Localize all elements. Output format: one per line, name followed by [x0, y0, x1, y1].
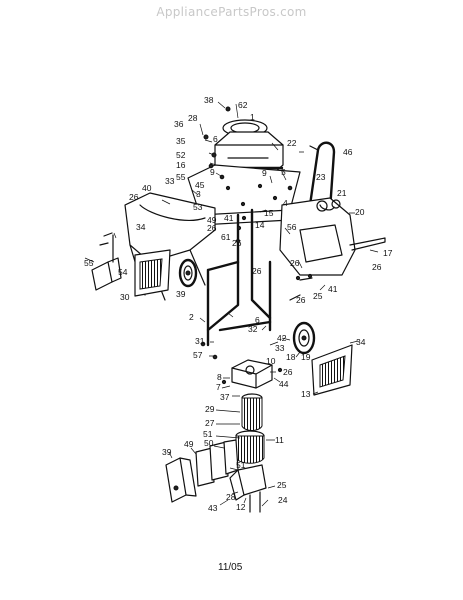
- callout-44: 44: [279, 379, 289, 389]
- wheel-right: [292, 321, 316, 355]
- callout-10: 10: [266, 356, 276, 366]
- callout-20: 20: [355, 207, 365, 217]
- callout-56: 56: [287, 222, 297, 232]
- callout-15: 15: [264, 208, 274, 218]
- callout-13: 13: [301, 389, 311, 399]
- callout-26: 26: [283, 367, 293, 377]
- callout-28: 28: [188, 113, 198, 123]
- callout-57: 57: [193, 350, 203, 360]
- callout-4: 4: [283, 198, 288, 208]
- callout-6: 6: [213, 134, 218, 144]
- callout-7: 7: [216, 382, 221, 392]
- callout-19: 19: [301, 352, 311, 362]
- callout-52: 52: [176, 150, 186, 160]
- callout-18: 18: [286, 352, 296, 362]
- callout-49: 49: [207, 215, 217, 225]
- callout-1: 1: [250, 112, 255, 122]
- cutting-cylinder: [241, 393, 263, 431]
- callout-16: 16: [176, 160, 186, 170]
- callout-24: 24: [278, 495, 288, 505]
- callout-6: 6: [255, 315, 260, 325]
- callout-3: 3: [196, 189, 201, 199]
- callout-54: 54: [118, 267, 128, 277]
- callout-30: 30: [120, 292, 130, 302]
- callout-40: 40: [142, 183, 152, 193]
- hardware: [99, 106, 313, 385]
- callout-14: 14: [255, 220, 265, 230]
- callout-39: 39: [176, 289, 186, 299]
- callout-29: 29: [205, 404, 215, 414]
- callout-33: 33: [275, 343, 285, 353]
- cutter-drum: [235, 430, 265, 464]
- callout-62: 62: [238, 100, 248, 110]
- callout-50: 50: [204, 438, 214, 448]
- callout-55: 55: [84, 258, 94, 268]
- callout-42: 42: [277, 333, 287, 343]
- callout-35: 35: [176, 136, 186, 146]
- callout-51: 51: [203, 429, 213, 439]
- callout-11: 11: [275, 435, 284, 445]
- callout-33: 33: [165, 176, 175, 186]
- cutter-housing: [229, 464, 267, 513]
- callout-41: 41: [224, 213, 234, 223]
- callout-32: 32: [248, 324, 258, 334]
- callout-8: 8: [217, 372, 222, 382]
- callout-43: 43: [208, 503, 218, 513]
- callout-26: 26: [372, 262, 382, 272]
- callout-34: 34: [136, 222, 146, 232]
- callout-21: 21: [337, 188, 347, 198]
- callout-36: 36: [174, 119, 184, 129]
- callout-38: 38: [204, 95, 214, 105]
- callout-26: 26: [232, 238, 242, 248]
- callout-25: 25: [313, 291, 323, 301]
- chute-deflector: [134, 249, 171, 297]
- callout-53: 53: [193, 202, 203, 212]
- handle: [308, 141, 336, 212]
- frame: [206, 208, 272, 347]
- watermark: AppliancePartsPros.com: [156, 5, 307, 19]
- bracket-55: [91, 234, 122, 291]
- callout-61: 61: [221, 232, 231, 242]
- callout-23: 23: [316, 172, 326, 182]
- discharge-guard: [311, 344, 353, 396]
- callout-34: 34: [356, 337, 366, 347]
- impeller-housing: [231, 359, 273, 389]
- callout-9: 9: [210, 167, 215, 177]
- callout-51: 51: [236, 460, 246, 470]
- callout-27: 27: [205, 418, 215, 428]
- callout-25: 25: [277, 480, 287, 490]
- callout-37: 37: [220, 392, 230, 402]
- tow-bar: [349, 237, 386, 251]
- callout-26: 26: [252, 266, 262, 276]
- callout-46: 46: [343, 147, 353, 157]
- callout-45: 45: [195, 180, 205, 190]
- callout-39: 39: [162, 447, 172, 457]
- callout-49: 49: [184, 439, 194, 449]
- callout-2: 2: [189, 312, 194, 322]
- callout-labels: 38 62 1 36 28 35 6 22 46 52 16 9 55 45 3…: [84, 95, 393, 513]
- callout-31: 31: [195, 336, 205, 346]
- wheel-left: [178, 258, 198, 288]
- motor-shroud: [279, 197, 356, 276]
- revision-date: 11/05: [218, 562, 243, 573]
- callout-12: 12: [236, 502, 246, 512]
- callout-26: 26: [207, 223, 217, 233]
- callout-26: 26: [129, 192, 139, 202]
- callout-9: 9: [262, 168, 267, 178]
- callout-5: 5: [281, 167, 286, 177]
- callout-17: 17: [383, 248, 393, 258]
- callout-22: 22: [287, 138, 297, 148]
- callout-41: 41: [328, 284, 338, 294]
- callout-26: 26: [290, 258, 300, 268]
- callout-28: 28: [226, 492, 236, 502]
- callout-55: 55: [176, 172, 186, 182]
- callout-26: 26: [296, 295, 306, 305]
- blade-stack: [195, 439, 239, 487]
- engine-guard: [165, 457, 197, 503]
- leader-lines: [84, 101, 379, 507]
